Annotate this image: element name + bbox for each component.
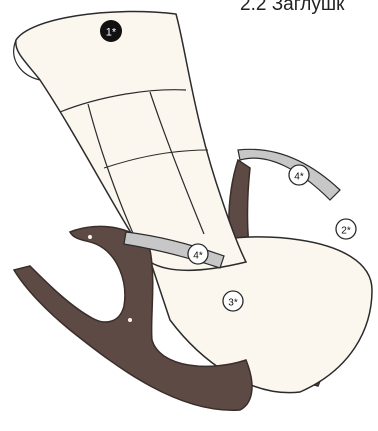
callout-4-back: 4* bbox=[289, 165, 309, 185]
screw-hole-3 bbox=[240, 353, 244, 357]
callout-3-label: 3* bbox=[228, 298, 238, 309]
callout-4-back-label: 4* bbox=[294, 172, 304, 183]
callout-2: 2* bbox=[336, 219, 356, 239]
backrest bbox=[16, 12, 246, 271]
screw-hole-1 bbox=[88, 235, 92, 239]
callout-1-label: 1* bbox=[106, 27, 117, 39]
callout-3: 3* bbox=[223, 291, 243, 311]
caption: 2.2 Заглушк bbox=[240, 0, 344, 16]
callout-4-front: 4* bbox=[188, 244, 208, 264]
callout-1: 1* bbox=[100, 20, 122, 42]
screw-hole-2 bbox=[128, 318, 132, 322]
callout-4-front-label: 4* bbox=[193, 251, 203, 262]
callout-2-label: 2* bbox=[341, 226, 351, 237]
